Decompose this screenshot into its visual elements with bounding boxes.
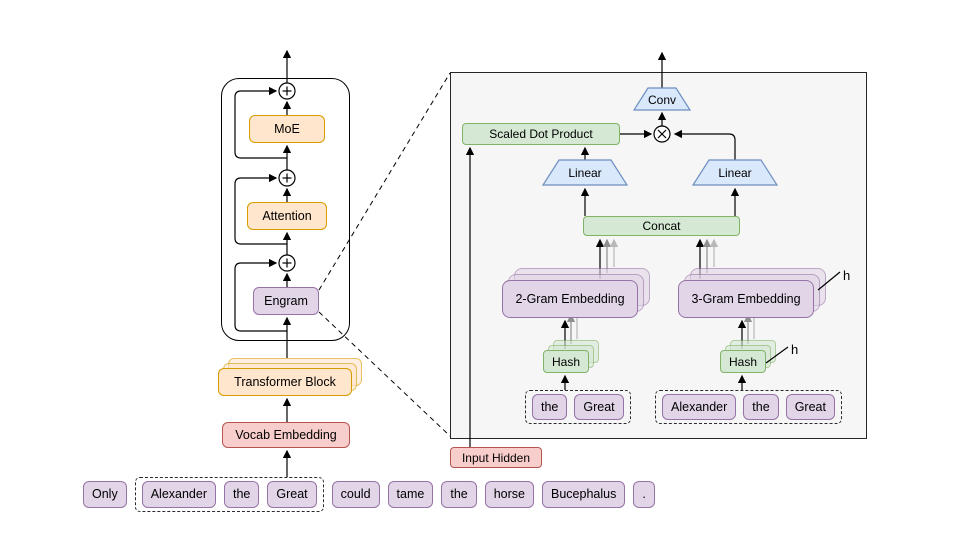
attention-label: Attention <box>262 208 312 223</box>
head-count-label: h <box>843 268 851 283</box>
engram-label: Engram <box>264 293 308 308</box>
sequence-token: tame <box>387 480 434 508</box>
three-gram-token-group-wrap: Alexander the Great <box>655 390 842 424</box>
sequence-token: the <box>441 480 477 508</box>
hash-label: Hash <box>728 354 757 369</box>
two-gram-token-group: the Great <box>525 390 631 424</box>
linear-left-label: Linear <box>568 166 602 180</box>
panel-token: the <box>743 394 779 420</box>
panel-token: Great <box>574 394 624 420</box>
hash-label: Hash <box>551 354 580 369</box>
hash-block: Hash <box>543 350 589 373</box>
input-hidden-block: Input Hidden <box>450 447 542 468</box>
two-gram-embedding-label: 2-Gram Embedding <box>515 291 625 306</box>
hash-block: Hash <box>720 350 766 373</box>
vocab-embedding-label: Vocab Embedding <box>235 427 337 442</box>
panel-token: the <box>532 394 568 420</box>
token-sequence: Only Alexander the Great could tame the … <box>83 476 655 512</box>
vocab-embedding-block: Vocab Embedding <box>222 422 350 448</box>
moe-block: MoE <box>249 115 325 143</box>
sequence-token: could <box>331 480 380 508</box>
hash-stack-right: Hash <box>720 340 778 373</box>
transformer-block: Transformer Block <box>218 368 352 396</box>
head-count-label: h <box>791 342 799 357</box>
moe-label: MoE <box>274 121 300 136</box>
three-gram-token-group: Alexander the Great <box>655 390 842 424</box>
engram-block: Engram <box>253 287 319 315</box>
sequence-token: Only <box>83 480 127 508</box>
sequence-token: the <box>224 480 260 508</box>
sequence-token: Great <box>267 480 317 508</box>
sequence-token: Alexander <box>141 480 216 508</box>
scaled-dot-product-block: Scaled Dot Product <box>462 123 620 145</box>
sequence-token: . <box>633 480 655 508</box>
sequence-token: horse <box>484 480 535 508</box>
concat-block: Concat <box>583 216 740 236</box>
two-gram-token-group-wrap: the Great <box>525 390 631 424</box>
sequence-token: Bucephalus <box>542 480 626 508</box>
conv-label: Conv <box>647 92 676 107</box>
two-gram-embedding-stack: 2-Gram Embedding <box>502 256 662 318</box>
three-gram-embedding-block: 3-Gram Embedding <box>678 280 814 318</box>
panel-token: Alexander <box>662 394 737 420</box>
concat-label: Concat <box>642 219 681 233</box>
linear-right-label: Linear <box>718 166 752 180</box>
input-hidden-label: Input Hidden <box>461 450 531 465</box>
transformer-block-stack: Transformer Block <box>218 358 364 398</box>
transformer-block-label: Transformer Block <box>234 374 336 389</box>
three-gram-embedding-stack: 3-Gram Embedding <box>678 256 838 318</box>
hash-stack-left: Hash <box>543 340 601 373</box>
panel-token: Great <box>785 394 835 420</box>
ngram-selection-group: Alexander the Great <box>134 476 324 512</box>
attention-block: Attention <box>247 202 327 230</box>
two-gram-embedding-block: 2-Gram Embedding <box>502 280 638 318</box>
scaled-dot-product-label: Scaled Dot Product <box>489 127 593 141</box>
three-gram-embedding-label: 3-Gram Embedding <box>691 291 801 306</box>
